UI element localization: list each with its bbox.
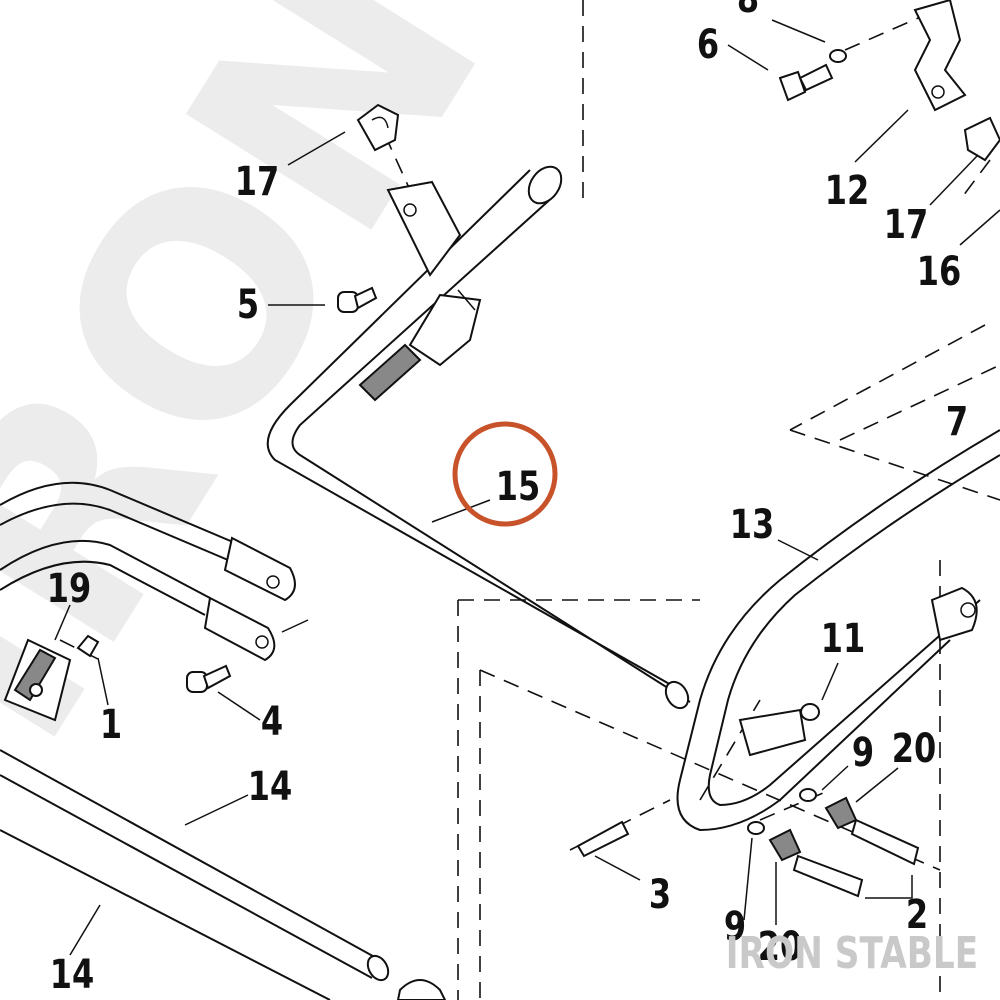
callout-16: 16: [917, 247, 962, 294]
callout-1: 1: [100, 700, 122, 747]
callout-6: 6: [697, 20, 719, 67]
screw-4: [186, 664, 232, 693]
callout-15: 15: [496, 462, 541, 509]
lower-hardware: [576, 788, 920, 898]
background-watermark: IRON STABLE: [0, 0, 1000, 798]
callout-14-middle: 14: [248, 762, 293, 809]
tube-clamp: [358, 289, 482, 402]
callout-12: 12: [825, 166, 870, 213]
highlight-circle: [452, 421, 558, 527]
screw-5: [337, 286, 378, 313]
brand-watermark: IRON STABLE: [726, 928, 978, 979]
callout-3: 3: [649, 870, 671, 917]
callout-20-bottom: 20: [758, 922, 803, 969]
callout-9-right: 9: [852, 728, 874, 775]
callout-20-right: 20: [892, 724, 937, 771]
callout-14-bottom: 14: [50, 950, 95, 997]
callout-2: 2: [906, 890, 928, 937]
dashed-assembly-lines: [59, 0, 1000, 1000]
lower-right-tube: [676, 429, 1000, 832]
callout-19: 19: [47, 564, 92, 611]
callout-4: 4: [261, 697, 283, 744]
callout-9-bottom: 9: [724, 902, 746, 949]
callout-13: 13: [730, 500, 775, 547]
handlebar-tube: [266, 165, 691, 710]
screw-1: [76, 634, 100, 658]
callout-7: 7: [946, 397, 968, 444]
callout-17-top-left: 17: [235, 157, 280, 204]
left-frame-bars: [0, 481, 447, 1000]
callout-17-top-right: 17: [884, 200, 929, 247]
top-right-hardware: [778, 0, 1000, 162]
callout-8: 8: [737, 0, 759, 22]
upper-mount-bracket: [356, 103, 462, 277]
callout-11: 11: [821, 614, 866, 661]
callout-5: 5: [237, 280, 259, 327]
leader-lines: [54, 19, 1000, 956]
callout-numbers: 8 6 12 17 17 16 5 7 15 13 19 1 4 14 14 1…: [47, 0, 968, 998]
clip-19: [3, 638, 72, 722]
